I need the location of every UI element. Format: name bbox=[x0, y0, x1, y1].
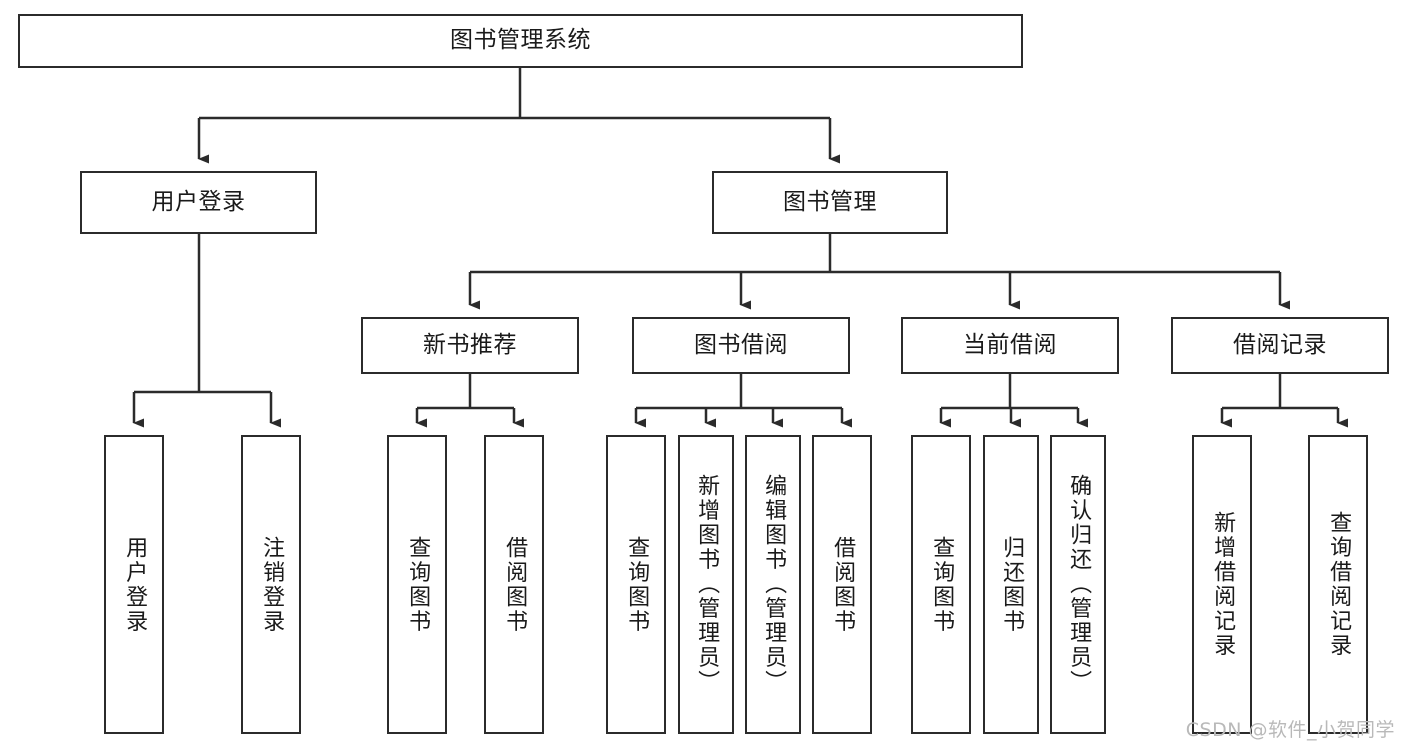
node-leaf-user-logout[interactable]: 注销登录 bbox=[241, 435, 301, 734]
node-leaf-return-book[interactable]: 归还图书 bbox=[983, 435, 1039, 734]
node-book-management[interactable]: 图书管理 bbox=[712, 171, 948, 234]
node-leaf-query-book-borrow[interactable]: 查询图书 bbox=[606, 435, 666, 734]
node-leaf-borrow-book-recommend[interactable]: 借阅图书 bbox=[484, 435, 544, 734]
node-user-login[interactable]: 用户登录 bbox=[80, 171, 317, 234]
node-leaf-add-borrow-record[interactable]: 新增借阅记录 bbox=[1192, 435, 1252, 734]
node-leaf-query-book-current[interactable]: 查询图书 bbox=[911, 435, 971, 734]
node-leaf-query-borrow-record[interactable]: 查询借阅记录 bbox=[1308, 435, 1368, 734]
node-borrow-record[interactable]: 借阅记录 bbox=[1171, 317, 1389, 374]
node-leaf-edit-book-admin[interactable]: 编辑图书（管理员） bbox=[745, 435, 801, 734]
node-leaf-add-book-admin[interactable]: 新增图书（管理员） bbox=[678, 435, 734, 734]
node-leaf-confirm-return-admin[interactable]: 确认归还（管理员） bbox=[1050, 435, 1106, 734]
node-book-borrow[interactable]: 图书借阅 bbox=[632, 317, 850, 374]
node-leaf-borrow-book[interactable]: 借阅图书 bbox=[812, 435, 872, 734]
node-root-system[interactable]: 图书管理系统 bbox=[18, 14, 1023, 68]
csdn-watermark: CSDN @软件_小贺同学 bbox=[1185, 719, 1395, 741]
node-new-book-recommend[interactable]: 新书推荐 bbox=[361, 317, 579, 374]
node-leaf-query-book-recommend[interactable]: 查询图书 bbox=[387, 435, 447, 734]
node-current-borrow[interactable]: 当前借阅 bbox=[901, 317, 1119, 374]
node-leaf-user-login[interactable]: 用户登录 bbox=[104, 435, 164, 734]
